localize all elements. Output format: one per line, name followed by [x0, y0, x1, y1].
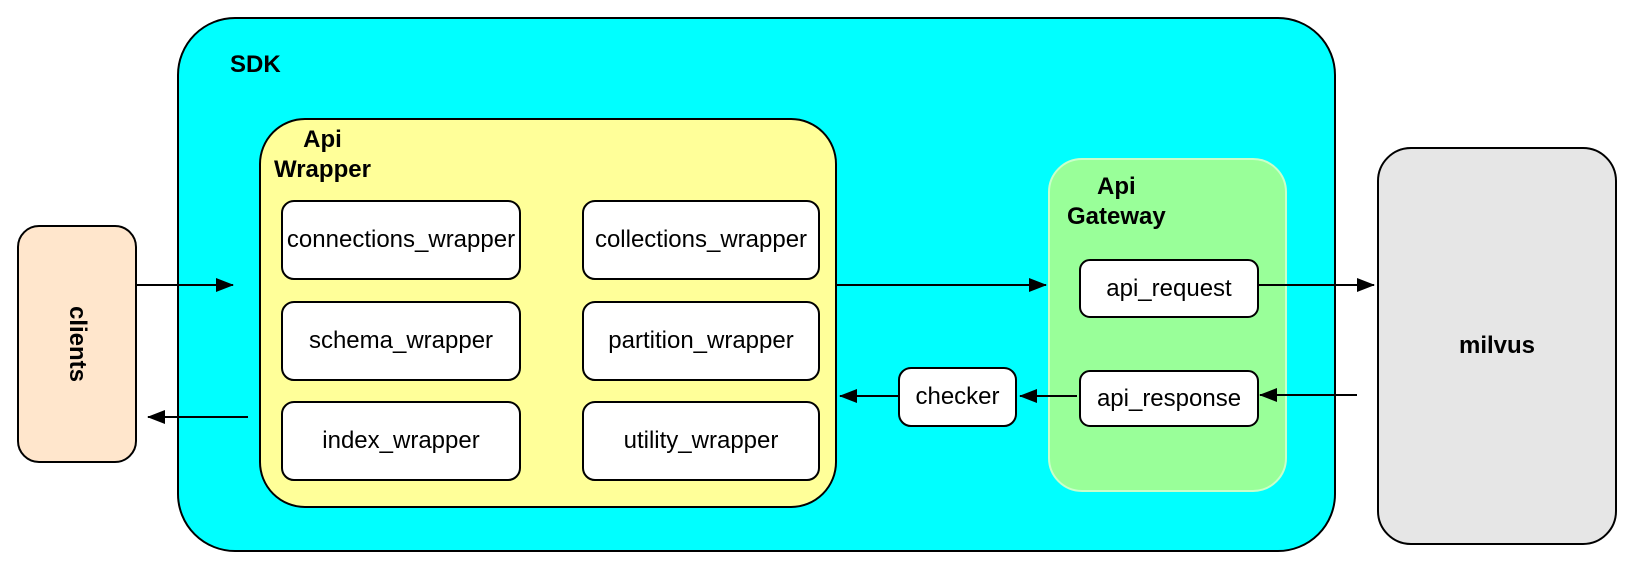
node-schema-wrapper: schema_wrapper [281, 301, 521, 381]
node-label: index_wrapper [322, 427, 480, 454]
node-label: utility_wrapper [623, 427, 779, 454]
clients-label: clients [64, 305, 91, 383]
api-wrapper-container: Api Wrapper connections_wrapper collecti… [259, 118, 837, 508]
node-connections-wrapper: connections_wrapper [281, 200, 521, 280]
api-gateway-label: Api Gateway [1067, 173, 1166, 230]
api-gateway-container: Api Gateway api_request api_response [1048, 158, 1287, 492]
clients-node: clients [17, 225, 137, 463]
api-wrapper-label: Api Wrapper [274, 126, 371, 183]
node-index-wrapper: index_wrapper [281, 401, 521, 481]
sdk-label: SDK [230, 51, 281, 78]
node-label: schema_wrapper [308, 327, 494, 354]
node-label: api_request [1106, 274, 1232, 302]
checker-node: checker [898, 367, 1017, 427]
milvus-node: milvus [1377, 147, 1617, 545]
milvus-label: milvus [1458, 332, 1536, 359]
node-api-response: api_response [1079, 370, 1259, 427]
node-label: connections_wrapper [286, 226, 516, 253]
node-label: partition_wrapper [608, 327, 794, 354]
node-utility-wrapper: utility_wrapper [582, 401, 820, 481]
node-api-request: api_request [1079, 259, 1259, 318]
node-label: api_response [1096, 384, 1242, 412]
node-label: collections_wrapper [594, 226, 808, 253]
node-label: checker [915, 383, 1000, 410]
node-collections-wrapper: collections_wrapper [582, 200, 820, 280]
node-partition-wrapper: partition_wrapper [582, 301, 820, 381]
